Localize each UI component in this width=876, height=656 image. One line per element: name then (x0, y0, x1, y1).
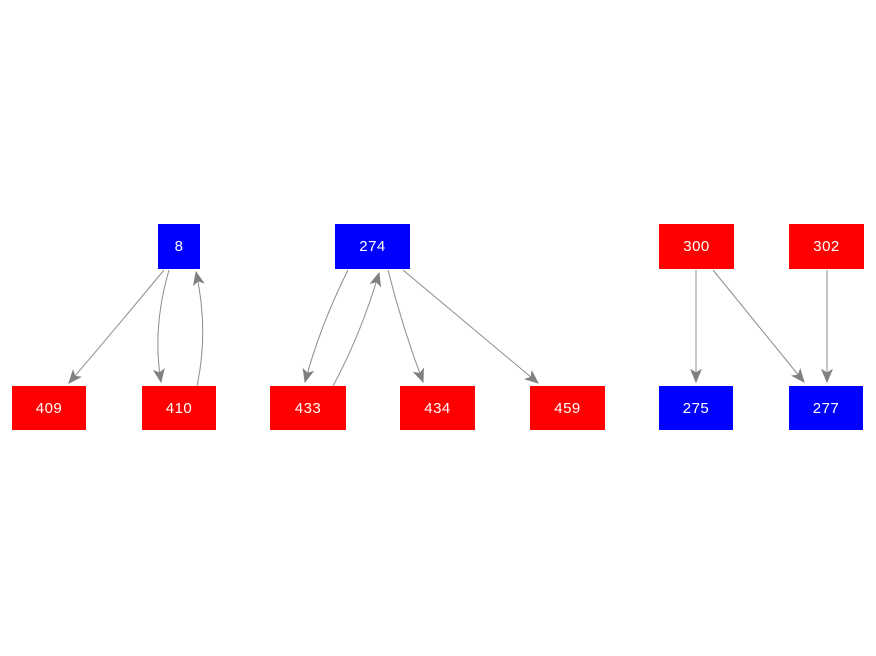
node-label: 433 (294, 399, 322, 417)
edge-433-to-274 (332, 271, 382, 387)
graph-node-300: 300 (659, 224, 734, 269)
graph-node-275: 275 (659, 386, 733, 430)
edge-300-to-277 (712, 269, 805, 383)
graph-node-277: 277 (789, 386, 863, 430)
graph-node-409: 409 (12, 386, 86, 430)
node-label: 302 (813, 238, 840, 255)
graph-node-8: 8 (158, 224, 200, 269)
edge-410-to-8 (193, 270, 205, 387)
edge-8-to-410 (152, 269, 170, 384)
node-label: 277 (812, 399, 840, 417)
node-label: 8 (174, 238, 184, 255)
node-label: 409 (35, 399, 63, 417)
graph-node-434: 434 (400, 386, 475, 430)
graph-node-459: 459 (530, 386, 605, 430)
edge-274-to-434 (387, 269, 424, 384)
edge-274-to-459 (402, 269, 539, 384)
node-label: 434 (424, 399, 451, 417)
node-label: 275 (682, 399, 710, 417)
graph-node-302: 302 (789, 224, 864, 269)
graph-node-433: 433 (270, 386, 346, 430)
node-label: 274 (359, 238, 386, 255)
node-label: 410 (165, 399, 193, 417)
edge-274-to-433 (302, 269, 349, 384)
node-label: 459 (554, 399, 581, 417)
edge-8-to-409 (68, 269, 165, 384)
graph-node-274: 274 (335, 224, 410, 269)
graph-node-410: 410 (142, 386, 216, 430)
node-label: 300 (683, 238, 710, 255)
